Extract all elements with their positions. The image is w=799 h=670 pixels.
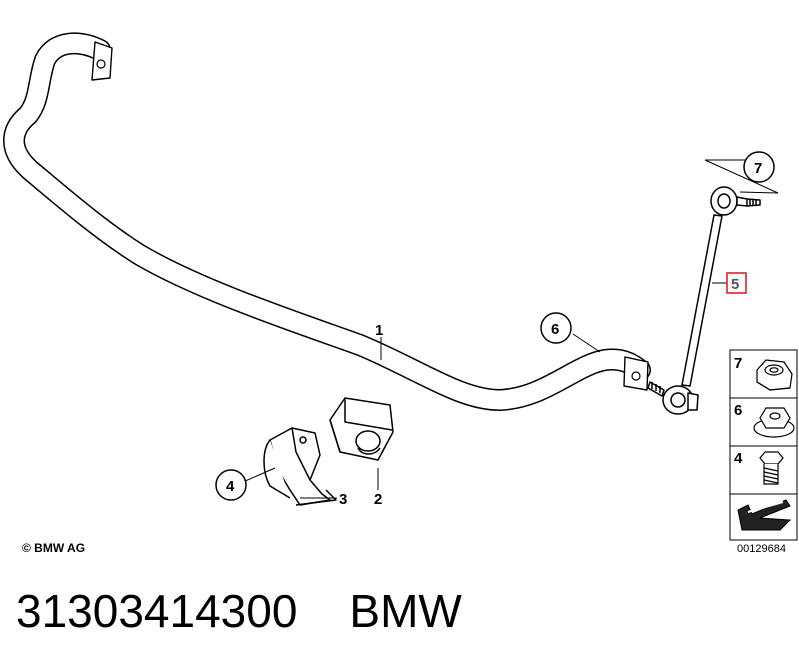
callout-label-5: 5 bbox=[731, 276, 739, 293]
legend-label-6: 6 bbox=[734, 402, 742, 419]
callout-circle-7 bbox=[743, 151, 775, 183]
footer-caption: 31303414300 BMW bbox=[16, 584, 462, 638]
callout-3[interactable]: 3 bbox=[339, 491, 347, 508]
stabilizer-link-drawing bbox=[647, 186, 761, 415]
legend-row-7[interactable]: 7 bbox=[734, 355, 793, 391]
callout-highlight-box bbox=[726, 272, 747, 294]
nut-icon bbox=[756, 359, 793, 391]
callout-label-3: 3 bbox=[339, 491, 347, 508]
legend-row-6[interactable]: 6 bbox=[734, 402, 795, 438]
callout-4[interactable]: 4 bbox=[215, 469, 247, 501]
callout-label-1: 1 bbox=[375, 322, 383, 339]
callout-5-highlighted[interactable]: 5 bbox=[726, 272, 747, 294]
legend-panel: 7 6 4 bbox=[729, 349, 798, 541]
legend-row-4[interactable]: 4 bbox=[734, 450, 784, 485]
part-number: 31303414300 bbox=[16, 585, 298, 637]
collar-nut-icon bbox=[753, 407, 795, 438]
callout-6[interactable]: 6 bbox=[540, 312, 572, 344]
callout-circle-4 bbox=[215, 469, 247, 501]
callout-1[interactable]: 1 bbox=[375, 322, 383, 339]
bracket-drawing bbox=[263, 427, 337, 506]
drawing-number: 00129684 bbox=[737, 543, 786, 555]
callout-circle-6 bbox=[540, 312, 572, 344]
copyright-notice: © BMW AG bbox=[22, 541, 86, 555]
legend-label-7: 7 bbox=[734, 355, 742, 372]
callout-2[interactable]: 2 bbox=[374, 491, 382, 508]
callout-label-4: 4 bbox=[226, 478, 235, 495]
callout-label-6: 6 bbox=[551, 321, 559, 338]
callout-label-2: 2 bbox=[374, 491, 382, 508]
legend-label-4: 4 bbox=[734, 450, 743, 467]
rubber-mount-drawing bbox=[329, 397, 394, 461]
bolt-icon bbox=[759, 451, 784, 485]
brand-name: BMW bbox=[349, 585, 462, 637]
callout-label-7: 7 bbox=[754, 160, 762, 177]
stabilizer-bar-drawing bbox=[3, 32, 651, 411]
leader-lines bbox=[242, 159, 779, 499]
callout-7[interactable]: 7 bbox=[743, 151, 775, 183]
direction-arrow-icon bbox=[737, 499, 792, 531]
